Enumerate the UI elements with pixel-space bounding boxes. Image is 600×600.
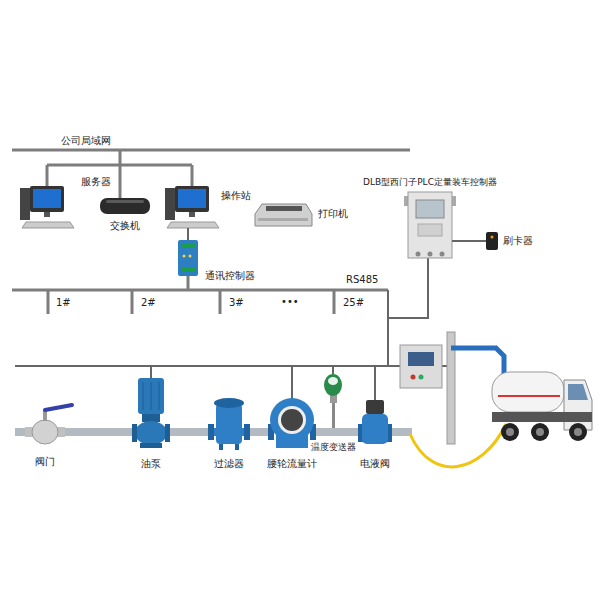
- network-switch: [100, 198, 150, 214]
- lan-bus: [12, 150, 410, 198]
- temperature-transmitter: [324, 374, 342, 432]
- printer: [255, 204, 312, 226]
- pipe-connector: [316, 428, 358, 436]
- tanker-truck: [492, 372, 592, 441]
- device-caption: 服务器: [80, 176, 112, 188]
- printer-node: 打印机: [255, 202, 312, 226]
- device-caption: 过滤器: [213, 458, 245, 470]
- temp-transmitter-node: 温度变送器: [323, 372, 343, 432]
- pipe-connector: [65, 428, 132, 436]
- station-number: 3#: [228, 297, 245, 309]
- device-caption: 油泵: [140, 458, 162, 470]
- ellipsis-mark: •••: [280, 296, 300, 308]
- server-pc: [20, 186, 74, 228]
- ball-valve: [25, 405, 72, 444]
- device-caption: 打印机: [317, 208, 349, 220]
- comm-module: [178, 240, 198, 276]
- electro-valve-node: 电液阀: [358, 400, 392, 448]
- device-caption: DLB型西门子PLC定量装车控制器: [362, 176, 498, 188]
- station-number: 2#: [140, 297, 157, 309]
- electro-hydraulic-valve: [358, 400, 392, 444]
- device-caption: 刷卡器: [502, 235, 534, 247]
- pipe-connector: [250, 428, 268, 436]
- pump-node: 油泵: [132, 378, 170, 448]
- field-wiring: [15, 258, 447, 400]
- plc-controller-node: DLB型西门子PLC定量装车控制器: [408, 192, 452, 258]
- device-caption: 交换机: [109, 220, 141, 232]
- card-reader-node: 刷卡器: [486, 232, 498, 250]
- oil-pump: [132, 378, 170, 448]
- device-caption: 操作站: [220, 190, 252, 202]
- rs485-bus: [12, 276, 388, 314]
- local-control-box: [400, 345, 442, 388]
- device-caption: 温度变送器: [310, 441, 357, 453]
- network-label: 公司局域网: [60, 135, 112, 147]
- strainer-filter: [208, 398, 250, 450]
- wire-connector: [452, 240, 486, 242]
- device-caption: 腰轮流量计: [266, 458, 318, 470]
- device-caption: 阀门: [34, 456, 56, 468]
- operator-station-node: 操作站: [165, 186, 223, 228]
- device-caption: 电液阀: [359, 458, 391, 470]
- server-node: 服务器: [20, 186, 78, 228]
- pipe-connector: [170, 428, 208, 436]
- card-reader: [486, 232, 498, 250]
- wire-connector: [187, 228, 189, 240]
- comm-controller-node: 通讯控制器: [178, 240, 198, 276]
- valve-node: 阀门: [25, 404, 65, 448]
- filter-node: 过滤器: [208, 398, 250, 450]
- operator-pc: [165, 186, 219, 228]
- station-number: 1#: [55, 297, 72, 309]
- bus-label: RS485: [345, 274, 379, 286]
- switch-node: 交换机: [100, 198, 150, 214]
- loading-arm: [410, 332, 506, 467]
- device-caption: 通讯控制器: [204, 270, 256, 282]
- plc-cabinet: [404, 192, 456, 258]
- station-number: 25#: [342, 297, 365, 309]
